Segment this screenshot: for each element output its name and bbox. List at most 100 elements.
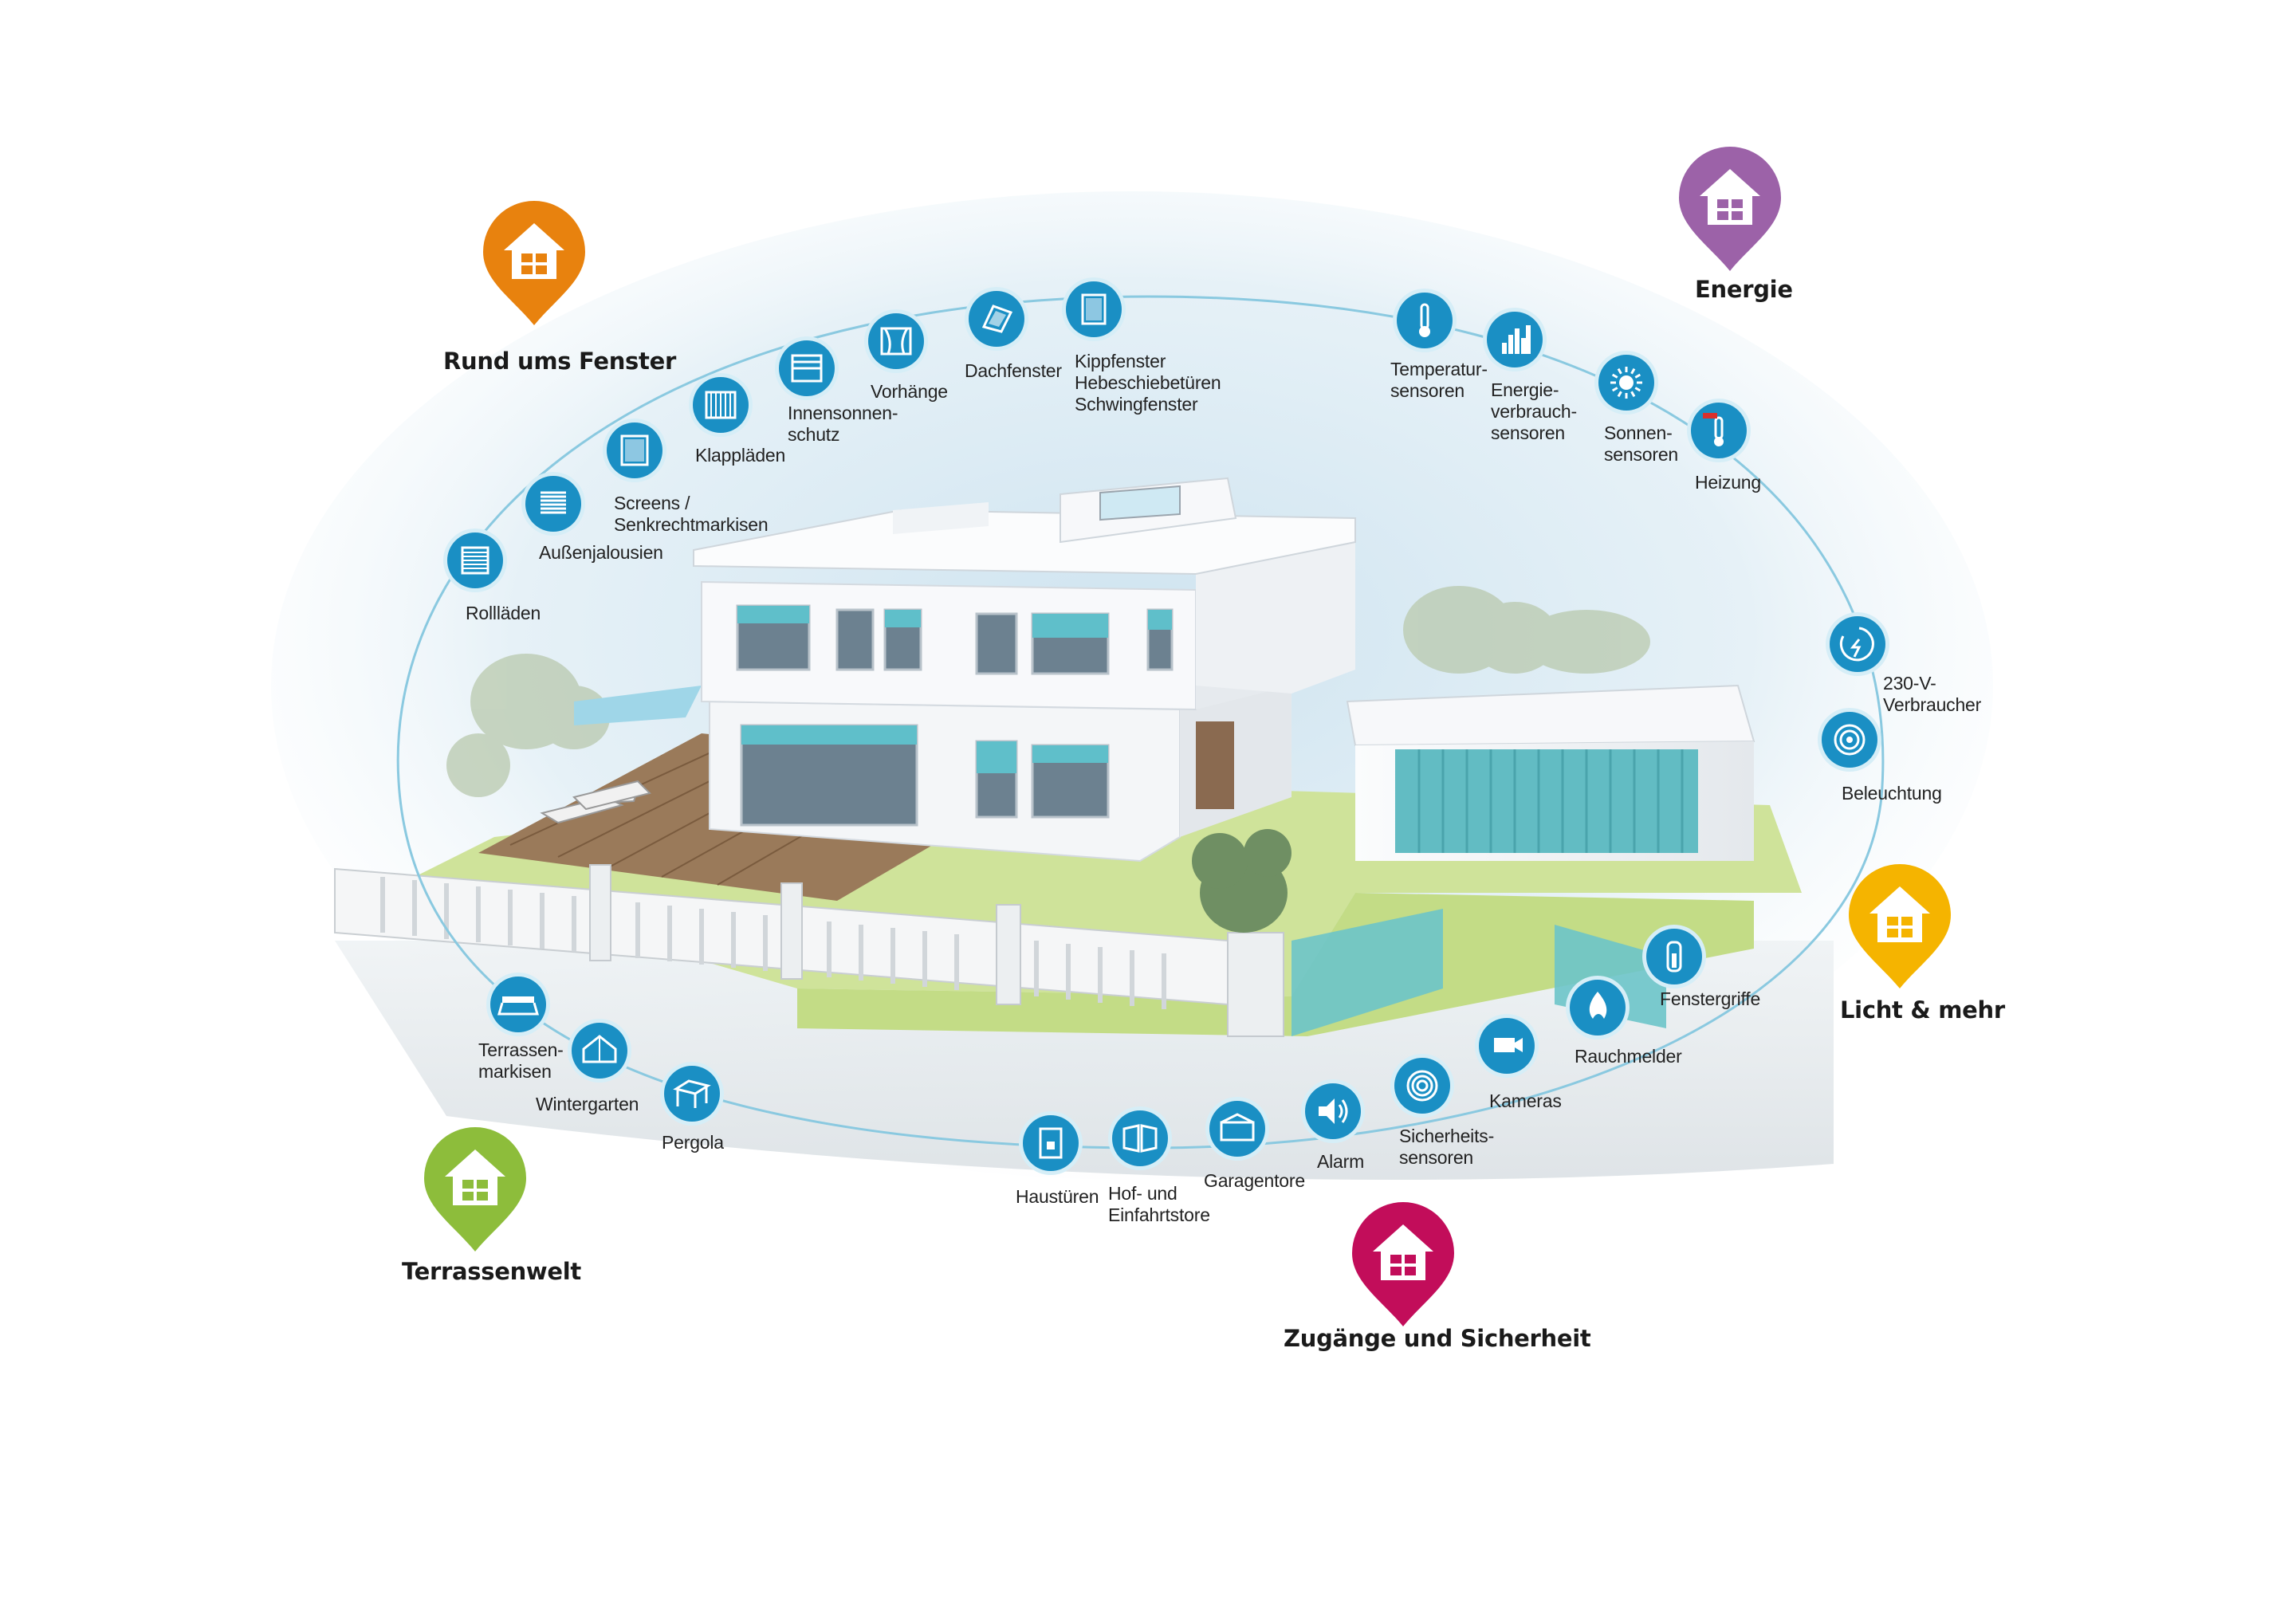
node-disc (1394, 1058, 1450, 1114)
category-label-licht: Licht & mehr (1840, 996, 2005, 1024)
node-aussenjalousien (521, 472, 585, 536)
node-disc (1112, 1110, 1168, 1166)
smoke-detector-icon (1589, 992, 1607, 1019)
label-sonnen: Sonnen- sensoren (1604, 422, 1679, 465)
house-icon (504, 223, 564, 279)
label-klappladen: Klappläden (695, 445, 786, 466)
skylight-icon (981, 305, 1013, 333)
label-terrassenmarkisen: Terrassen- markisen (478, 1039, 564, 1082)
window-icon (1081, 293, 1107, 325)
node-alarm (1301, 1079, 1365, 1143)
node-verbraucher230 (1826, 612, 1889, 676)
pool (574, 686, 702, 725)
venetian-blind-icon (541, 491, 566, 514)
node-dachfenster (965, 287, 1028, 351)
label-wintergarten: Wintergarten (536, 1094, 639, 1114)
pin-sicherheit (1352, 1202, 1454, 1326)
label-rolllaeden: Rollläden (466, 603, 541, 623)
house (693, 477, 1356, 863)
node-terrassenmarkisen (486, 973, 550, 1036)
label-haustueren: Haustüren (1016, 1186, 1099, 1207)
awning-icon (497, 996, 539, 1016)
category-label-terrasse: Terrassenwelt (402, 1258, 581, 1285)
curtain-icon (880, 327, 912, 356)
label-fenstergriffe: Fenstergriffe (1660, 988, 1761, 1009)
power-plug-icon (1839, 627, 1874, 662)
thermometer-icon (1419, 303, 1430, 337)
node-disc (1691, 403, 1747, 458)
garage (1346, 684, 1755, 861)
node-sonnen (1594, 351, 1658, 415)
gate-icon (1122, 1124, 1158, 1153)
front-door-icon (1039, 1127, 1063, 1159)
label-kippfenster: Kippfenster Hebeschiebetüren Schwingfens… (1075, 351, 1221, 415)
label-innensonnenschutz: Innensonnen- schutz (788, 403, 898, 445)
interior-blind-icon (791, 354, 823, 383)
sun-icon (1610, 367, 1642, 399)
node-klappladen (689, 373, 753, 437)
node-disc (868, 313, 924, 369)
label-beleuchtung: Beleuchtung (1842, 783, 1942, 804)
pin-terrasse (424, 1127, 526, 1252)
node-rauchmelder (1566, 976, 1630, 1039)
node-haustueren (1019, 1111, 1083, 1175)
node-disc (490, 977, 546, 1032)
garage-door (1395, 749, 1698, 853)
node-disc (1397, 293, 1453, 348)
label-kameras: Kameras (1489, 1091, 1562, 1111)
label-sicherheitssensoren: Sicherheits- sensoren (1399, 1126, 1495, 1168)
node-kameras (1475, 1014, 1539, 1078)
node-kippfenster (1062, 277, 1126, 341)
label-aussenjalousien: Außenjalousien (539, 542, 663, 563)
label-energieverbrauch: Energie- verbrauch- sensoren (1491, 379, 1577, 443)
label-heizung: Heizung (1695, 472, 1761, 493)
node-vorhaenge (864, 309, 928, 373)
house-icon (445, 1149, 505, 1205)
node-hoftore (1108, 1106, 1172, 1170)
label-vorhaenge: Vorhänge (871, 381, 948, 402)
speaker-icon (1319, 1098, 1348, 1124)
roller-shutter-icon (461, 546, 489, 575)
sun-loungers (540, 780, 651, 824)
window-handle-icon (1666, 941, 1682, 973)
node-disc (1830, 616, 1885, 672)
house-icon (1869, 886, 1930, 942)
node-heizung (1687, 399, 1751, 462)
fence (334, 864, 1666, 1037)
house-icon (1700, 169, 1760, 225)
node-beleuchtung (1818, 708, 1881, 772)
house-icon (1373, 1224, 1433, 1280)
label-garagentore: Garagentore (1204, 1170, 1305, 1191)
pin-fenster (483, 201, 585, 325)
pin-energie (1679, 147, 1781, 271)
pin-licht (1849, 864, 1951, 988)
heating-thermostat-icon (1703, 413, 1724, 446)
node-disc (1209, 1101, 1265, 1157)
label-temperatur: Temperatur- sensoren (1390, 359, 1488, 401)
category-pins (424, 147, 1951, 1326)
node-wintergarten (568, 1019, 631, 1083)
label-dachfenster: Dachfenster (965, 360, 1062, 381)
light-bulb-icon (1834, 724, 1866, 756)
node-pergola (660, 1062, 724, 1126)
pergola-icon (673, 1079, 711, 1108)
garage-door-icon (1220, 1113, 1255, 1142)
motion-sensor-icon (1406, 1070, 1438, 1102)
conservatory-icon (582, 1035, 617, 1063)
node-energieverbrauch (1483, 308, 1547, 371)
driveway-gate-left (1292, 909, 1443, 1036)
category-label-fenster: Rund ums Fenster (443, 348, 676, 375)
camera-icon (1494, 1038, 1523, 1052)
category-label-energie: Energie (1695, 276, 1793, 303)
node-rolllaeden (443, 529, 507, 592)
category-label-sicherheit: Zugänge und Sicherheit (1284, 1325, 1591, 1352)
shrub (1192, 829, 1292, 933)
node-garagentore (1205, 1097, 1269, 1161)
label-screens: Screens / Senkrechtmarkisen (614, 493, 769, 535)
label-hoftore: Hof- und Einfahrtstore (1108, 1183, 1210, 1225)
screen-icon (620, 434, 649, 466)
front-door (1196, 721, 1234, 809)
label-rauchmelder: Rauchmelder (1575, 1046, 1682, 1067)
bar-chart-icon (1502, 325, 1531, 354)
